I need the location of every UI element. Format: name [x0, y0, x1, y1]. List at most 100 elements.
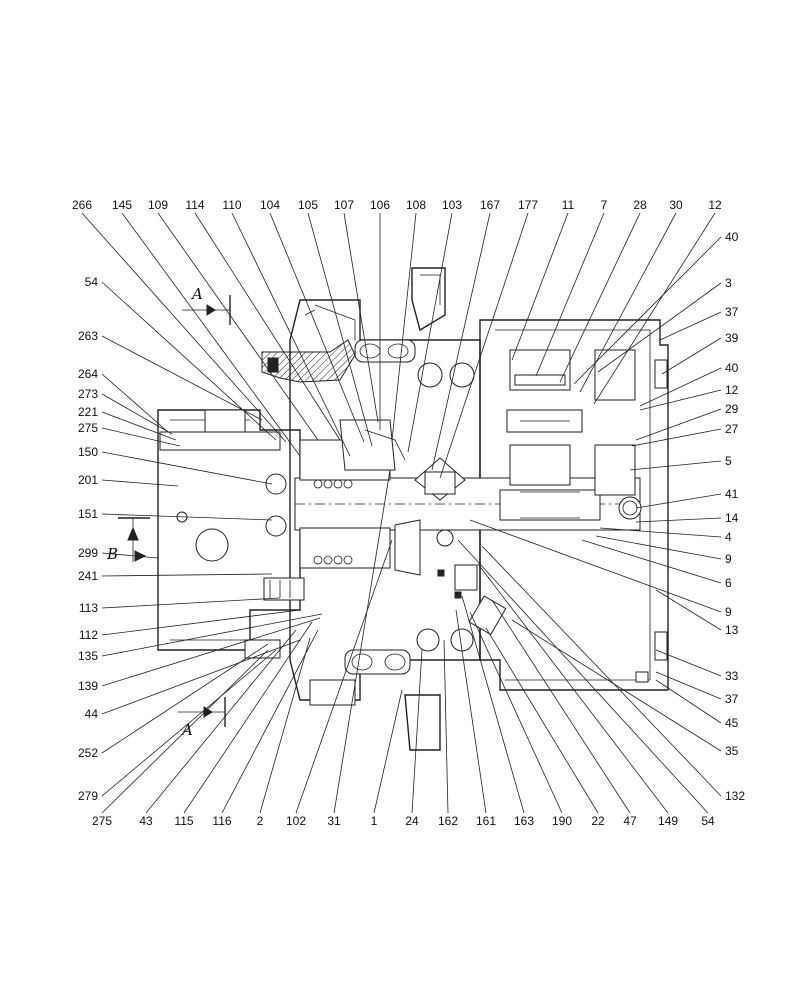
- leader-line-right-5: [629, 460, 722, 471]
- leader-line-bottom-116: [221, 629, 319, 814]
- section-marker-a-bottom: A: [178, 697, 226, 739]
- leader-line-right-13: [655, 589, 722, 631]
- callout-top-104: 104: [260, 198, 280, 212]
- leader-lines: [81, 212, 722, 814]
- callout-bottom-43: 43: [139, 814, 153, 828]
- callout-top-105: 105: [298, 198, 318, 212]
- leader-line-top-7: [535, 212, 605, 377]
- leader-line-left-252: [101, 643, 269, 754]
- callout-left-44: 44: [85, 707, 99, 721]
- leader-line-bottom-22: [485, 627, 599, 814]
- callout-top-7: 7: [601, 198, 608, 212]
- callout-top-107: 107: [334, 198, 354, 212]
- callout-top-167: 167: [480, 198, 500, 212]
- callout-right-6: 6: [725, 576, 732, 590]
- leader-line-right-6: [581, 539, 722, 584]
- callout-right-39: 39: [725, 331, 739, 345]
- callout-top-106: 106: [370, 198, 390, 212]
- section-label-a-top: A: [190, 285, 203, 303]
- leader-line-top-145: [121, 212, 301, 457]
- leader-line-right-9: [469, 519, 722, 613]
- callout-left-299: 299: [78, 546, 98, 560]
- callout-bottom-116: 116: [212, 814, 231, 828]
- leader-line-top-11: [511, 212, 569, 361]
- section-marker-a-top: A: [182, 285, 231, 325]
- leader-line-top-167: [431, 212, 491, 471]
- callout-right-12: 12: [725, 383, 739, 397]
- callout-bottom-1: 1: [371, 814, 378, 828]
- leader-line-right-12: [639, 389, 722, 411]
- leader-line-right-40: [639, 367, 722, 407]
- callout-right-37: 37: [725, 305, 739, 319]
- leader-line-bottom-275: [101, 649, 269, 814]
- callout-bottom-149: 149: [658, 814, 678, 828]
- leader-line-left-273: [101, 393, 173, 435]
- leader-line-right-39: [661, 337, 722, 375]
- callout-top-145: 145: [112, 198, 132, 212]
- leader-line-top-28: [559, 212, 641, 383]
- callout-bottom-2: 2: [257, 814, 264, 828]
- callout-left-263: 263: [78, 329, 98, 343]
- callout-bottom-115: 115: [174, 814, 193, 828]
- callout-right-14: 14: [725, 511, 739, 525]
- leader-line-top-266: [81, 212, 287, 443]
- leader-line-bottom-24: [411, 649, 423, 814]
- leader-line-top-177: [439, 212, 529, 479]
- callout-bottom-31: 31: [327, 814, 341, 828]
- callout-bottom-102: 102: [286, 814, 306, 828]
- leader-line-bottom-102: [295, 539, 393, 814]
- leader-line-top-110: [231, 212, 351, 457]
- callout-left-241: 241: [78, 569, 98, 583]
- callout-right-33: 33: [725, 669, 739, 683]
- leader-line-bottom-149: [477, 563, 669, 814]
- leader-line-left-44: [101, 639, 301, 715]
- callout-left-221: 221: [78, 405, 98, 419]
- callout-bottom-22: 22: [591, 814, 605, 828]
- leader-line-right-14: [635, 517, 722, 523]
- leader-line-bottom-163: [461, 595, 525, 814]
- callout-left-275: 275: [78, 421, 98, 435]
- leader-line-right-27: [631, 428, 722, 447]
- callout-right-9: 9: [725, 552, 732, 566]
- leader-line-right-41: [635, 493, 722, 509]
- section-marker-b: B: [106, 517, 150, 563]
- bearing-set: [159, 339, 668, 706]
- callout-bottom-162: 162: [438, 814, 458, 828]
- leader-line-left-241: [101, 573, 273, 577]
- callout-bottom-190: 190: [552, 814, 572, 828]
- leader-line-right-37: [659, 311, 722, 341]
- callout-bottom-24: 24: [405, 814, 419, 828]
- callout-right-40: 40: [725, 230, 739, 244]
- leader-line-left-113: [101, 597, 281, 609]
- leader-line-bottom-1: [373, 689, 403, 814]
- leader-line-left-135: [101, 613, 323, 657]
- callout-top-108: 108: [406, 198, 426, 212]
- callout-right-45: 45: [725, 716, 739, 730]
- callout-right-35: 35: [725, 744, 739, 758]
- callout-left-279: 279: [78, 789, 98, 803]
- leader-line-top-104: [269, 212, 365, 443]
- callout-left-112: 112: [79, 628, 98, 642]
- callout-bottom-163: 163: [514, 814, 534, 828]
- callout-right-3: 3: [725, 276, 732, 290]
- roller-set-lower: [313, 555, 353, 565]
- callout-right-37: 37: [725, 692, 739, 706]
- callout-left-54: 54: [85, 275, 99, 289]
- callout-top-103: 103: [442, 198, 462, 212]
- leader-line-bottom-162: [443, 639, 449, 814]
- leader-line-left-264: [101, 373, 169, 433]
- callout-left-113: 113: [79, 601, 98, 615]
- callout-top-177: 177: [518, 198, 538, 212]
- leader-line-bottom-31: [333, 469, 391, 814]
- leader-line-top-107: [343, 212, 379, 423]
- leader-line-right-37: [655, 671, 722, 700]
- callout-left-150: 150: [78, 445, 98, 459]
- callouts-left: 5426326427322127515020115129924111311213…: [78, 275, 98, 803]
- leader-line-right-33: [655, 649, 722, 677]
- leader-line-bottom-54: [457, 539, 709, 814]
